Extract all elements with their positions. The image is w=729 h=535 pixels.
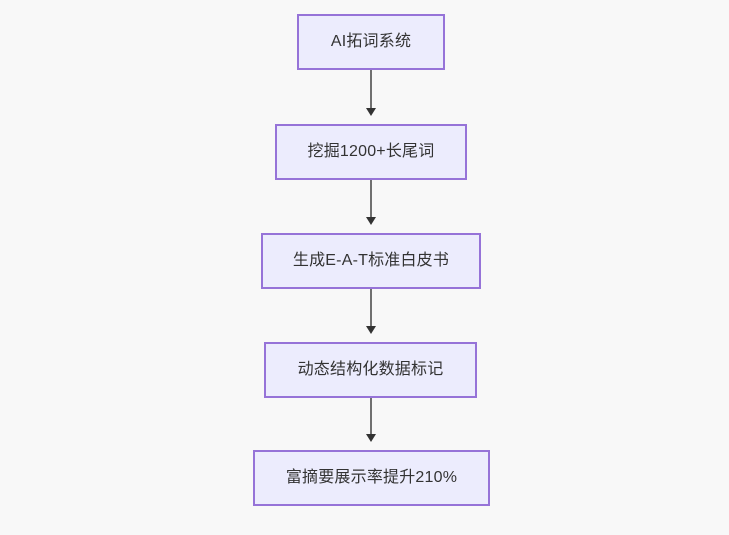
- flow-node-label: 挖掘1200+长尾词: [307, 143, 435, 161]
- flow-node-rich-snippet-result[interactable]: 富摘要展示率提升210%: [253, 450, 490, 506]
- flow-connector-1: [370, 70, 372, 109]
- flow-connector-4: [370, 398, 372, 435]
- arrow-down-icon: [366, 326, 376, 334]
- flow-node-label: 富摘要展示率提升210%: [285, 469, 458, 487]
- flow-node-ai-keyword-system[interactable]: AI拓词系统: [297, 14, 445, 70]
- flow-node-label: AI拓词系统: [330, 33, 412, 51]
- flow-node-structured-data-markup[interactable]: 动态结构化数据标记: [264, 342, 477, 398]
- arrow-down-icon: [366, 108, 376, 116]
- flow-node-label: 生成E-A-T标准白皮书: [292, 252, 450, 270]
- flow-node-label: 动态结构化数据标记: [297, 361, 444, 379]
- flow-connector-3: [370, 289, 372, 327]
- flow-connector-2: [370, 180, 372, 218]
- arrow-down-icon: [366, 434, 376, 442]
- flow-node-long-tail-keywords[interactable]: 挖掘1200+长尾词: [275, 124, 467, 180]
- flow-node-eat-whitepaper[interactable]: 生成E-A-T标准白皮书: [261, 233, 481, 289]
- arrow-down-icon: [366, 217, 376, 225]
